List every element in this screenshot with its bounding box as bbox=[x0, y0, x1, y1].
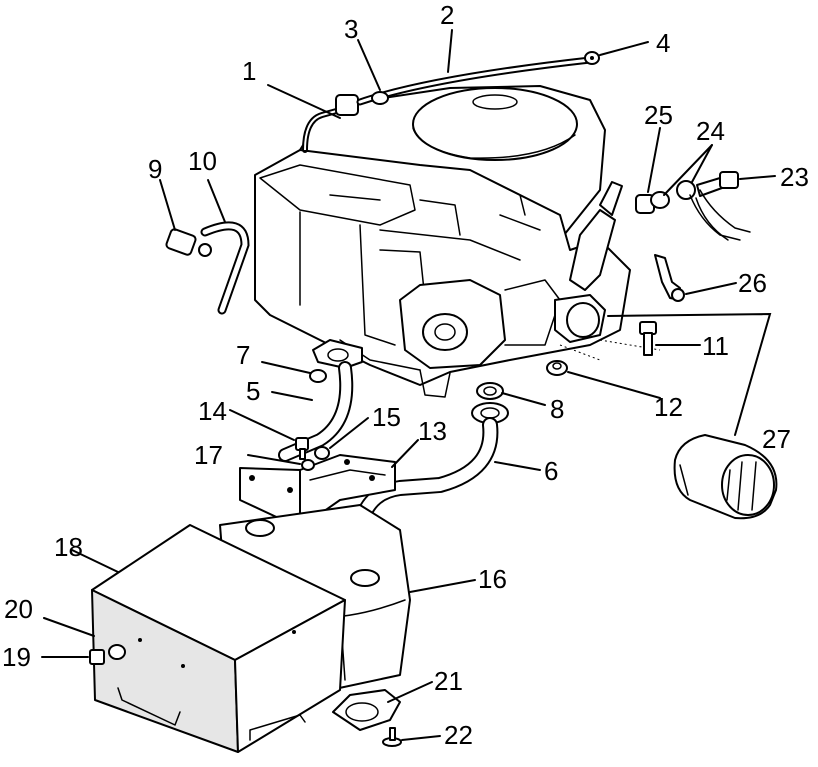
exhaust-pipe-5 bbox=[278, 339, 363, 462]
fuel-hose bbox=[356, 51, 600, 106]
callout-16: 16 bbox=[478, 564, 507, 594]
callout-21: 21 bbox=[434, 666, 463, 696]
leader-lines bbox=[41, 29, 776, 741]
callout-18: 18 bbox=[54, 532, 83, 562]
callout-11: 11 bbox=[702, 331, 729, 361]
deflector-21 bbox=[332, 689, 401, 731]
callout-6: 6 bbox=[544, 456, 558, 486]
oil-filter bbox=[673, 434, 778, 520]
callout-9: 9 bbox=[148, 154, 162, 184]
bolt-14 bbox=[295, 437, 309, 460]
callout-1: 1 bbox=[242, 56, 256, 86]
callout-4: 4 bbox=[656, 28, 670, 58]
washer-15 bbox=[314, 446, 330, 460]
callout-5: 5 bbox=[246, 376, 260, 406]
callout-7: 7 bbox=[236, 340, 250, 370]
bolt-11 bbox=[639, 321, 657, 356]
callout-2: 2 bbox=[440, 0, 454, 30]
callout-15: 15 bbox=[372, 402, 401, 432]
callout-24: 24 bbox=[696, 116, 725, 146]
callout-25: 25 bbox=[644, 100, 673, 130]
callout-14: 14 bbox=[198, 396, 227, 426]
callout-10: 10 bbox=[188, 146, 217, 176]
callout-27: 27 bbox=[762, 424, 791, 454]
gasket-8 bbox=[476, 382, 504, 400]
callout-20: 20 bbox=[4, 594, 33, 624]
bolt-19 bbox=[89, 644, 126, 665]
nut-12 bbox=[546, 360, 568, 376]
callout-19: 19 bbox=[2, 642, 31, 672]
callout-26: 26 bbox=[738, 268, 767, 298]
heat-shield bbox=[91, 524, 346, 753]
callout-22: 22 bbox=[444, 720, 473, 750]
engine-block bbox=[254, 85, 661, 398]
callout-8: 8 bbox=[550, 394, 564, 424]
callout-3: 3 bbox=[344, 14, 358, 44]
screw-22 bbox=[382, 727, 402, 747]
callout-labels: 1 2 3 4 5 6 7 8 9 10 11 12 13 14 15 16 1… bbox=[2, 0, 809, 750]
ground-wire-assembly bbox=[635, 171, 751, 241]
callout-12: 12 bbox=[654, 392, 683, 422]
breather-tube bbox=[165, 221, 250, 315]
callout-17: 17 bbox=[194, 440, 223, 470]
fuel-line bbox=[302, 94, 359, 153]
callout-13: 13 bbox=[418, 416, 447, 446]
clip-bracket bbox=[654, 254, 685, 302]
nut-17 bbox=[301, 459, 315, 471]
gasket-7 bbox=[309, 369, 327, 383]
callout-23: 23 bbox=[780, 162, 809, 192]
